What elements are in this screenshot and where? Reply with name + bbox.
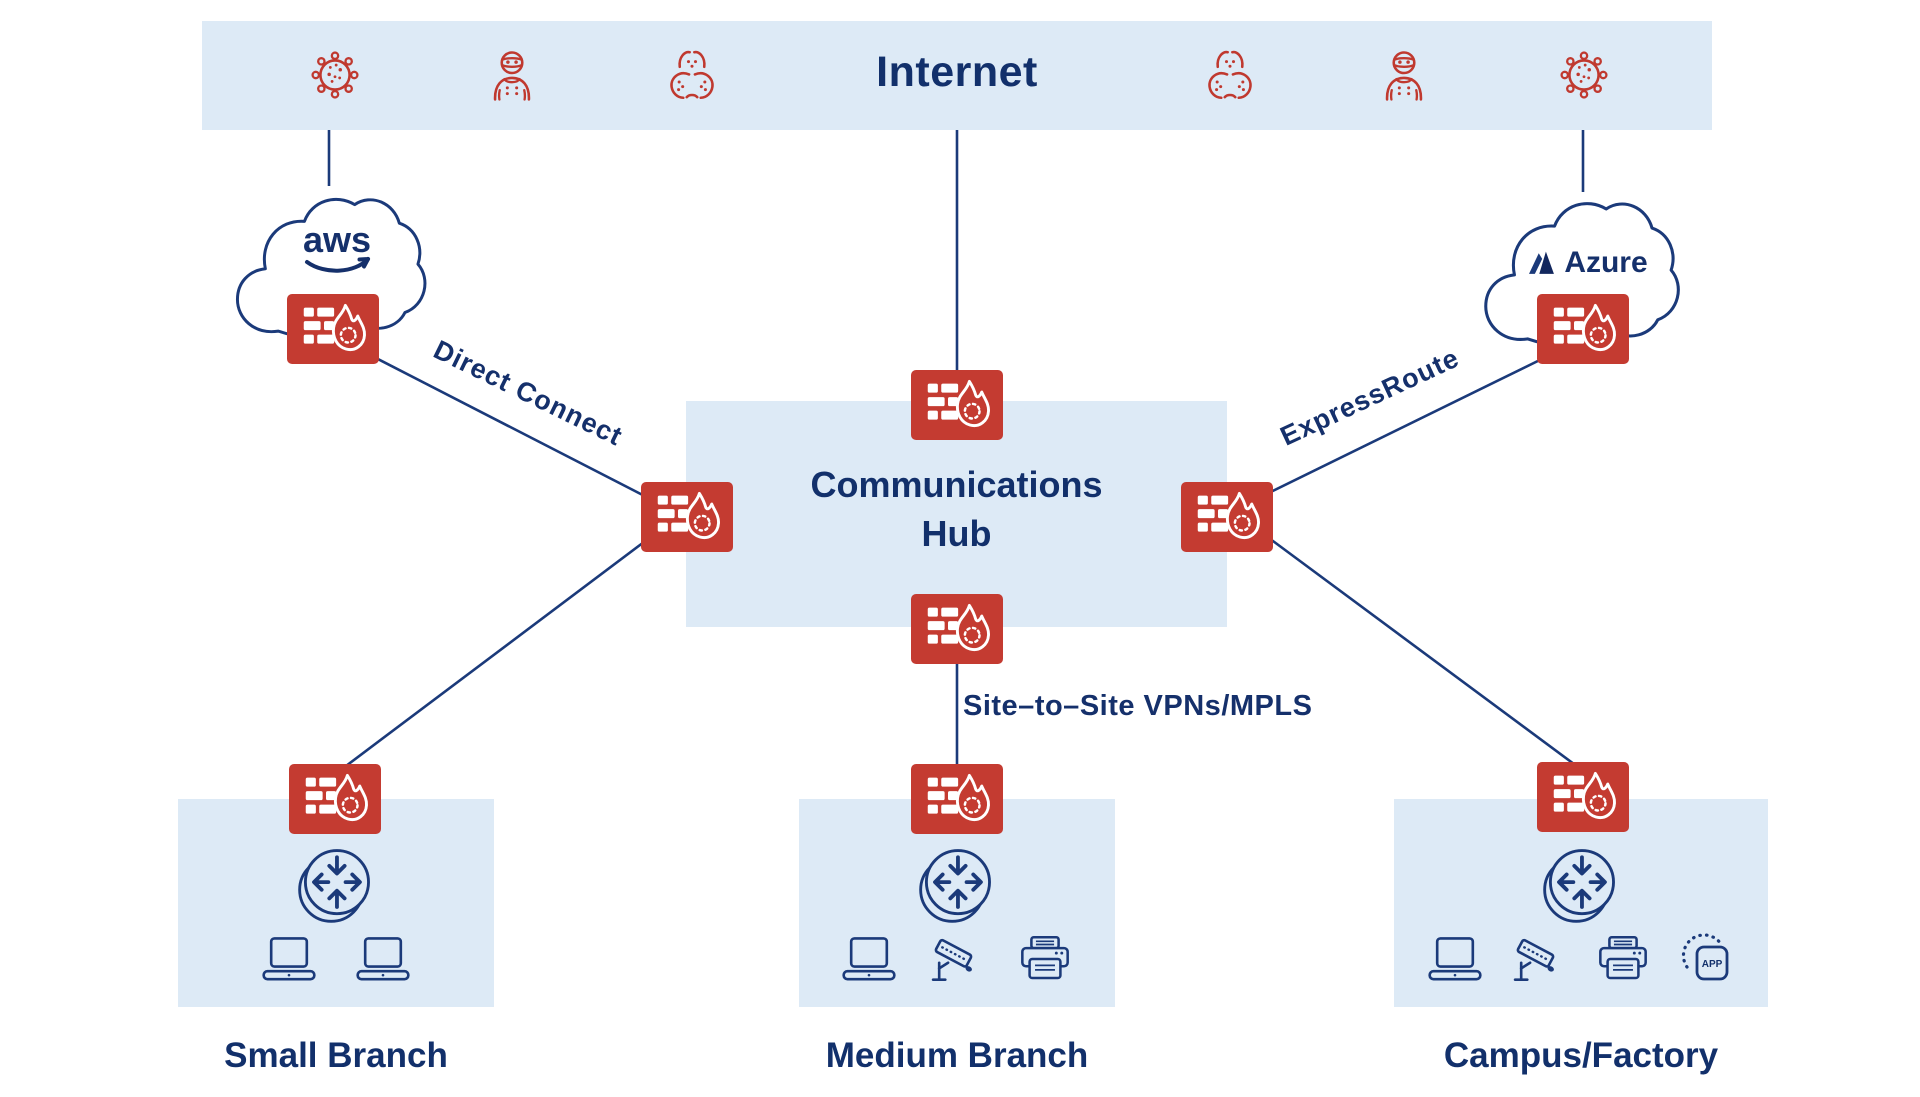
azure-cloud: Azure xyxy=(1478,186,1698,384)
app-icon: APP xyxy=(1676,931,1738,987)
medium-branch-label: Medium Branch xyxy=(825,1036,1089,1075)
expressroute-label: ExpressRoute xyxy=(1275,342,1464,452)
azure-logo-icon xyxy=(1529,251,1555,274)
firewall-icon-medium-branch xyxy=(911,764,1003,834)
security-camera-icon xyxy=(926,931,988,987)
router-icon xyxy=(913,841,1001,929)
laptop-icon xyxy=(838,931,900,987)
laptop-icon xyxy=(1424,931,1486,987)
firewall-icon-small-branch xyxy=(289,764,381,834)
site-to-site-label: Site–to–Site VPNs/MPLS xyxy=(963,690,1313,722)
aws-logo-text: aws xyxy=(303,219,371,260)
printer-icon xyxy=(1014,931,1076,987)
laptop-icon xyxy=(352,931,414,987)
internet-label: Internet xyxy=(876,48,1038,96)
firewall-icon-aws xyxy=(287,294,379,364)
internet-zone-panel: Internet xyxy=(202,21,1712,130)
laptop-icon xyxy=(258,931,320,987)
aws-cloud: aws xyxy=(230,182,444,380)
firewall-icon-hub-left xyxy=(641,482,733,552)
direct-connect-label: Direct Connect xyxy=(429,334,628,452)
firewall-icon-hub-top xyxy=(911,370,1003,440)
hub-label: Communications Hub xyxy=(810,464,1103,554)
campus-factory-label: Campus/Factory xyxy=(1443,1036,1719,1075)
router-icon xyxy=(1537,841,1625,929)
printer-icon xyxy=(1592,931,1654,987)
azure-logo-text: Azure xyxy=(1564,246,1648,279)
firewall-icon-azure xyxy=(1537,294,1629,364)
firewall-icon-hub-bottom xyxy=(911,594,1003,664)
small-branch-label: Small Branch xyxy=(224,1036,448,1075)
aws-logo: aws xyxy=(303,219,371,273)
firewall-icon-hub-right xyxy=(1181,482,1273,552)
router-icon xyxy=(292,841,380,929)
campus-factory-panel: APP xyxy=(1394,799,1768,1007)
app-icon-text: APP xyxy=(1702,959,1723,970)
security-camera-icon xyxy=(1508,931,1570,987)
firewall-icon-campus xyxy=(1537,762,1629,832)
